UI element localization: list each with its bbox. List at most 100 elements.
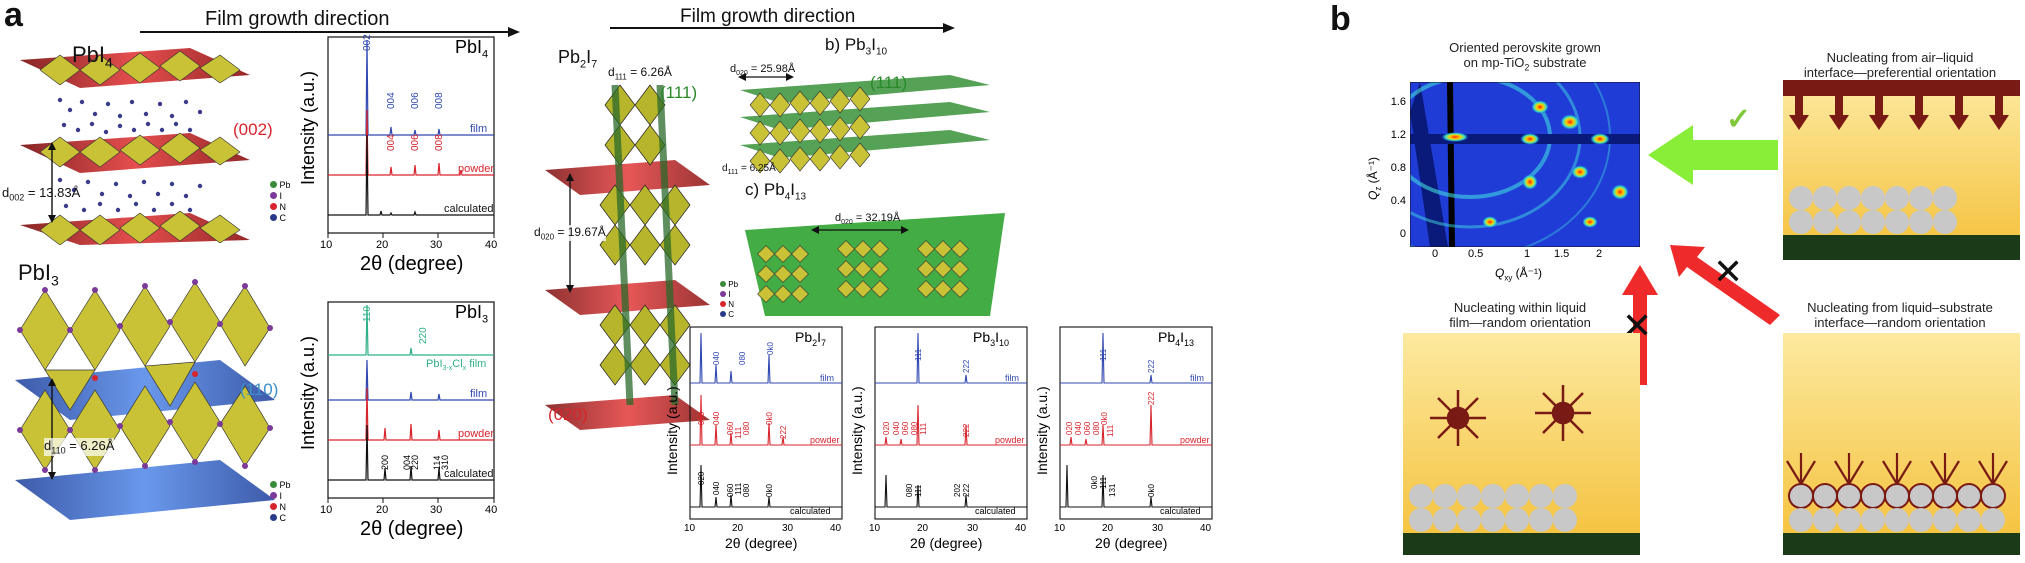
xrd-pbi4-xtick-20: 20 xyxy=(376,239,389,251)
xrd-pb3i10-powder-peak-080: 080 xyxy=(910,421,919,435)
xrd-pbi3-peak-310: 310 xyxy=(440,454,450,470)
xrd-pb3i10-xtick-30: 30 xyxy=(967,523,979,534)
xrd-pb2i7-calc-peak-0k0: 0k0 xyxy=(765,484,774,497)
panel-b-letter: b xyxy=(1330,0,1351,38)
panel-a-letter: a xyxy=(4,0,23,34)
xrd-pbi4-peak-006: 006 xyxy=(410,92,421,109)
pbi3-title: PbI3 xyxy=(18,260,59,289)
xrd-pb2i7-film-peak-0k0: 0k0 xyxy=(766,342,775,355)
xrd-pbi4-peak-006-powder: 006 xyxy=(410,134,421,151)
pb4i13-crystal-diagram xyxy=(745,213,1005,316)
xrd-pb2i7-xtick-40: 40 xyxy=(830,523,842,534)
xrd-pbi4-ylabel: Intensity (a.u.) xyxy=(298,70,318,185)
giwaxs-title: Oriented perovskite grown on mp-TiO2 sub… xyxy=(1449,40,1601,73)
xrd-pbi3-peak-220b: 220 xyxy=(410,454,420,470)
preferred-orientation-arrow: ✓ xyxy=(1648,103,1778,190)
giwaxs-xtick-15: 1.5 xyxy=(1554,248,1570,260)
pbi4-title: PbI4 xyxy=(72,42,113,71)
xrd-pb3i10-powder-peak-040: 040 xyxy=(892,421,901,435)
xrd-pb4i13-powder-peak-060: 060 xyxy=(1083,421,1092,435)
xrd-pb4i13-calc-label: calculated xyxy=(1160,506,1201,516)
xrd-pbi4-peak-004-powder: 004 xyxy=(386,134,397,151)
within-film-diagram xyxy=(1403,333,1640,555)
atom-legend-2: Pb I N C xyxy=(270,480,291,524)
xrd-pb2i7-calc-peak-020: 020 xyxy=(697,471,706,485)
pbi4-structure: PbI4 (002) d002 = 13.83Å xyxy=(0,30,300,246)
xrd-pb3i10-xtick-20: 20 xyxy=(917,523,929,534)
xrd-pb2i7-calc-label: calculated xyxy=(790,506,831,516)
xrd-pb3i10-powder-peak-111: 111 xyxy=(919,422,928,435)
pbi4-d-spacing: d002 = 13.83Å xyxy=(2,185,81,203)
xrd-pb4i13-xtick-20: 20 xyxy=(1102,523,1114,534)
xrd-pb3i10-xlabel: 2θ (degree) xyxy=(910,535,983,551)
xrd-pbi3-xtick-40: 40 xyxy=(485,504,498,516)
atom-legend-1: Pb I N C xyxy=(270,180,291,224)
xrd-pb4i13-powder-label: powder xyxy=(1180,435,1210,445)
pbi3-d-spacing: d110 = 6.26Å xyxy=(44,438,115,456)
xrd-pb4i13-ylabel: Intensity (a.u.) xyxy=(1034,386,1050,475)
growth-direction-label: Film growth direction xyxy=(205,8,390,30)
xrd-pbi3-film-label: film xyxy=(470,388,488,400)
xrd-pbi4-peak-008-powder: 008 xyxy=(434,134,445,151)
pb4i13-structure: c) Pb4I13 d020 = 32.19Å (111) xyxy=(735,180,1005,318)
xrd-pbi4-xlabel: 2θ (degree) xyxy=(360,253,464,275)
xrd-pb4i13-xlabel: 2θ (degree) xyxy=(1095,535,1168,551)
xrd-pbi3-ylabel: Intensity (a.u.) xyxy=(298,335,318,450)
xrd-pb4i13-calc-peak-111: 111 xyxy=(1099,476,1108,489)
xrd-pb2i7-powder-peak-040: 040 xyxy=(712,411,721,425)
xrd-pb4i13-corner: Pb4I13 xyxy=(1158,329,1195,348)
xrd-pbi3-film-series-label: PbI3-xClx film xyxy=(426,358,487,373)
giwaxs-xlabel: Qxy (Å⁻¹) xyxy=(1495,266,1543,283)
xrd-pb2i7-powder-peak-0k0: 0k0 xyxy=(765,412,774,425)
pb2i7-d111: d111 = 6.26Å xyxy=(608,65,672,82)
pb2i7-plane-111: (111) xyxy=(660,83,698,102)
pb2i7-d020: d020 = 19.67Å xyxy=(534,225,606,242)
pb4i13-d020: d020 = 32.19Å xyxy=(835,212,901,227)
xrd-pb3i10-powder-peak-020: 020 xyxy=(882,421,891,435)
pbi4-plane-label: (002) xyxy=(233,120,273,139)
xrd-pb2i7-film-peak-080: 080 xyxy=(738,351,747,365)
xrd-pb4i13-powder-peak-111: 111 xyxy=(1106,424,1115,437)
xrd-pb3i10-calc-peak-111: 111 xyxy=(914,484,923,497)
xrd-pbi4-calc-label: calculated xyxy=(444,203,494,215)
xrd-pb4i13-powder-peak-040: 040 xyxy=(1074,421,1083,435)
check-icon: ✓ xyxy=(1726,103,1752,136)
xrd-pb2i7-powder-peak-222: 222 xyxy=(779,425,788,439)
air-liquid-title: Nucleating from air–liquid interface—pre… xyxy=(1803,50,1997,80)
xrd-pbi3-corner: PbI3 xyxy=(455,302,489,326)
xrd-pb3i10-calc-peak-080: 080 xyxy=(905,483,914,497)
xrd-pbi3-peak-200: 200 xyxy=(380,454,390,470)
xrd-pb4i13-xtick-40: 40 xyxy=(1200,523,1212,534)
xrd-pb4i13-calc-peak-0k0: 0k0 xyxy=(1090,476,1099,489)
xrd-pbi4-xtick-30: 30 xyxy=(430,239,443,251)
pb2i7-crystal-diagram xyxy=(545,84,710,430)
xrd-pb3i10-powder-peak-222: 222 xyxy=(962,423,971,437)
giwaxs-yticks: 1.6 1.2 0.8 0.4 0 xyxy=(1390,96,1406,240)
xrd-pb4i13-calc-peak-131: 131 xyxy=(1108,483,1117,497)
xrd-pbi4-peak-004: 004 xyxy=(386,92,397,109)
pb2i7-plane-020: (020) xyxy=(548,405,588,424)
xrd-pbi4-film-label: film xyxy=(470,123,488,135)
xrd-pbi3-peak-220: 220 xyxy=(418,327,429,344)
xrd-pb4i13-film-peak-111: 111 xyxy=(1099,348,1108,361)
xrd-pbi3-xtick-10: 10 xyxy=(320,504,333,516)
xrd-pbi3-peak-110: 110 xyxy=(362,306,373,322)
xrd-pbi4-xtick-10: 10 xyxy=(320,239,333,251)
xrd-pb4i13-calc-peak-0k0-b: 0k0 xyxy=(1147,484,1156,497)
air-liquid-diagram xyxy=(1783,80,2020,260)
pb3i10-d111: d111 = 6.25Å xyxy=(722,163,776,176)
xrd-pb2i7-film-peak-040: 040 xyxy=(712,351,721,365)
pb3i10-structure: b) Pb3I10 d020 = 25.98Å (111) d111 = 6.2… xyxy=(720,35,990,185)
xrd-pb2i7-xlabel: 2θ (degree) xyxy=(725,535,798,551)
xrd-pb3i10-powder-label: powder xyxy=(995,435,1025,445)
pb3i10-plane-111: (111) xyxy=(870,73,908,92)
xrd-pb3i10-powder-peak-060: 060 xyxy=(901,421,910,435)
pbi3-structure: PbI3 (110) d110 = 6.26Å xyxy=(0,260,300,520)
cross-icon-diagonal: ✕ xyxy=(1713,251,1744,292)
xrd-pb4i13-xtick-30: 30 xyxy=(1152,523,1164,534)
xrd-pbi4-xtick-40: 40 xyxy=(485,239,498,251)
xrd-pbi3-xlabel: 2θ (degree) xyxy=(360,518,464,540)
xrd-pb4i13-chart: Intensity (a.u.) Pb4I13 111 222 film 020… xyxy=(1034,325,1215,555)
xrd-pb3i10-calc-peak-202: 202 xyxy=(953,483,962,497)
xrd-pb2i7-calc-peak-080: 080 xyxy=(742,483,751,497)
